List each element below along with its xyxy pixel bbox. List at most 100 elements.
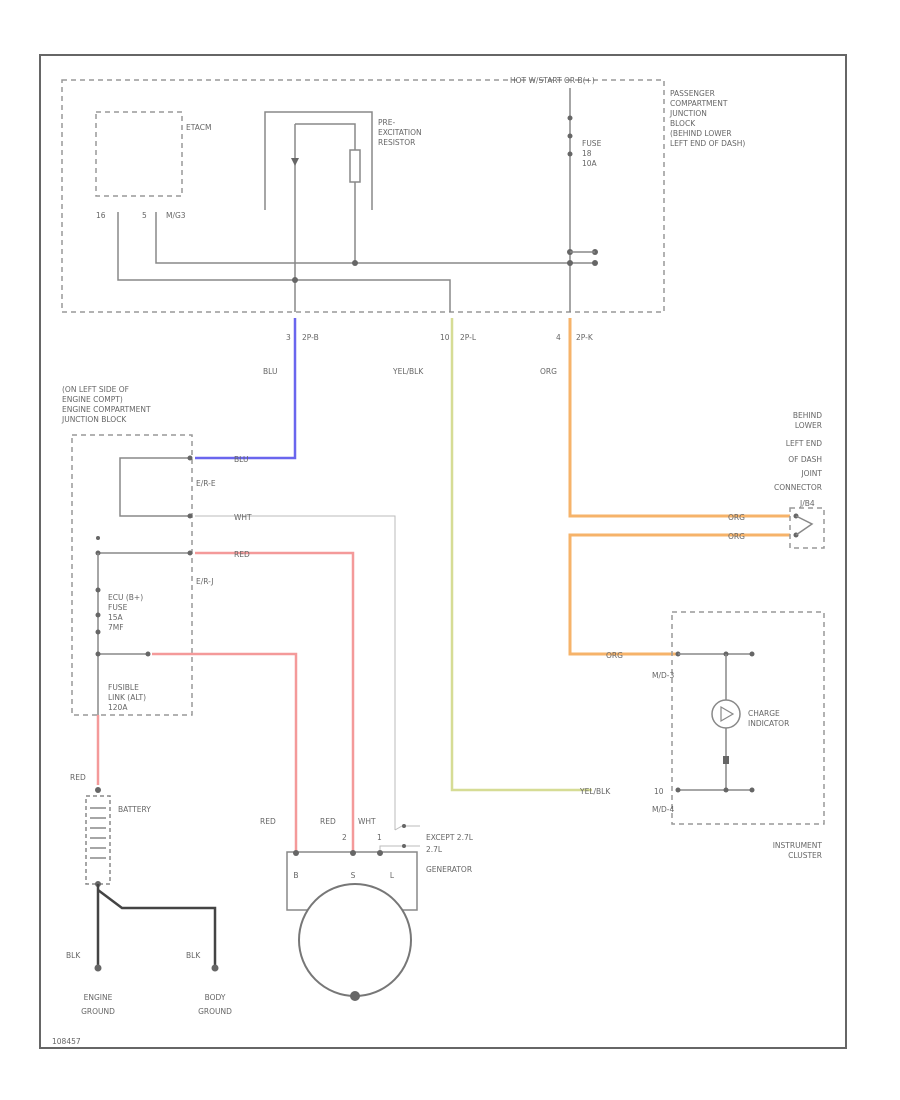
splice-dot (592, 260, 598, 266)
instrument-label-2: CLUSTER (788, 851, 822, 860)
wire-blu-label: BLU (263, 367, 277, 376)
jb-internal-loop (119, 457, 190, 517)
resistor-housing (264, 111, 373, 210)
joint-label-1: BEHIND (793, 411, 822, 420)
fuse-terminal-top (567, 115, 573, 121)
body-ground-label-2: GROUND (198, 1007, 232, 1016)
resistor-label-2: EXCITATION (378, 128, 422, 137)
wire-org-label: ORG (540, 367, 557, 376)
etacm-wire-5 (155, 212, 595, 264)
wire-red-label: RED (234, 550, 250, 559)
gen-s-label: S (351, 871, 356, 880)
battery-wire-label: RED (70, 773, 86, 782)
conn-erj: E/R-J (196, 577, 214, 586)
fusible-terminal (95, 651, 101, 657)
generator-ground-icon (350, 991, 360, 1001)
wire-blk-label-2: BLK (186, 951, 201, 960)
battery-positive (95, 787, 101, 793)
pcjb-label-2: COMPARTMENT (670, 99, 728, 108)
gen-terminal-l (377, 850, 383, 856)
wire-yel-blk-label-2: YEL/BLK (579, 787, 611, 796)
charge-label-1: CHARGE (748, 709, 780, 718)
resistor-top-lead (295, 123, 356, 150)
ic-splice (723, 787, 729, 793)
fusible-label-3: 120A (108, 703, 128, 712)
ic-resistor (723, 756, 729, 764)
lamp-led-icon (720, 705, 735, 723)
joint-label-4: OF DASH (788, 455, 822, 464)
wire-org-label-2: ORG (728, 513, 745, 522)
jb-terminal (187, 455, 193, 461)
ecu-fuse-label-3: 15A (108, 613, 124, 622)
joint-label-2: LOWER (795, 421, 822, 430)
etacm-label: ETACM (186, 123, 211, 132)
etacm-pin-5: 5 (142, 211, 147, 220)
body-ground-icon (211, 964, 219, 972)
jb-terminal (187, 513, 193, 519)
fuse-terminal-bottom (567, 151, 573, 157)
jb-terminal (96, 536, 100, 540)
splice-dot (567, 260, 573, 266)
ecu-fuse-label-2: FUSE (108, 603, 128, 612)
wire-blk-body-ground (97, 889, 217, 968)
etacm-wire-16 (117, 212, 451, 312)
resistor-label-1: PRE- (378, 118, 395, 127)
joint-label-5: JOINT (800, 469, 822, 478)
joint-bridge (795, 515, 814, 536)
generator-body-icon (298, 883, 412, 997)
conn-2pb: 2P-B (302, 333, 319, 342)
ic-pin-b-num: 10 (654, 787, 664, 796)
ecu-fuse-terminal (95, 612, 101, 618)
body-ground-label-1: BODY (205, 993, 226, 1002)
ic-splice (749, 651, 755, 657)
resistor-symbol (349, 149, 361, 183)
wire-wht (195, 515, 396, 830)
ecu-fuse-label-1: ECU (B+) (108, 593, 143, 602)
fuse-label-3: 10A (582, 159, 598, 168)
ecjb-label-4: JUNCTION BLOCK (61, 415, 127, 424)
charge-indicator-lamp-icon (711, 699, 741, 729)
conn-pin-10: 10 (440, 333, 450, 342)
ecu-fuse-label-4: 7MF (108, 623, 124, 632)
wire-red-b (152, 652, 298, 852)
pcjb-label-6: LEFT END OF DASH) (670, 139, 745, 148)
conn-2pl: 2P-L (460, 333, 477, 342)
l27-label: 2.7L (426, 845, 443, 854)
engine-junction-block (71, 434, 193, 716)
battery-cells-icon (90, 807, 106, 859)
gen-wire-wht-label: WHT (358, 817, 376, 826)
gen-terminal-b (293, 850, 299, 856)
except-label: EXCEPT 2.7L (426, 833, 474, 842)
conn-pin-4: 4 (556, 333, 561, 342)
hot-label: HOT W/START OR B(+) (510, 76, 595, 85)
wire-yel-blk (450, 318, 592, 792)
ecjb-label-1: (ON LEFT SIDE OF (62, 385, 129, 394)
ic-splice (749, 787, 755, 793)
gen-l-label: L (390, 871, 395, 880)
battery-case (85, 795, 111, 885)
wire-yel-blk-label: YEL/BLK (392, 367, 424, 376)
ic-terminal (675, 787, 681, 793)
fuse-label-2: 18 (582, 149, 592, 158)
gen-l-switch (379, 825, 420, 852)
engine-ground-label-2: GROUND (81, 1007, 115, 1016)
wire-org-label-4: ORG (606, 651, 623, 660)
gen-pin-2: 2 (342, 833, 347, 842)
fuse-label-1: FUSE (582, 139, 602, 148)
wire-org-to-joint (568, 318, 790, 518)
wire-wht-label: WHT (234, 513, 252, 522)
wire-org-label-3: ORG (728, 532, 745, 541)
instrument-label-1: INSTRUMENT (773, 841, 823, 850)
gen-wire-red-label-1: RED (260, 817, 276, 826)
generator-label: GENERATOR (426, 865, 472, 874)
gen-wire-red-label-2: RED (320, 817, 336, 826)
diode-arrow-icon (291, 158, 299, 166)
diagram-id: 108457 (52, 1037, 81, 1046)
splice-dot (352, 260, 358, 266)
gen-pin-1: 1 (377, 833, 382, 842)
wire-blu (195, 318, 297, 460)
gen-switch-terminal (402, 844, 406, 848)
conn-2pk: 2P-K (576, 333, 594, 342)
pcjb-label-5: (BEHIND LOWER (670, 129, 732, 138)
